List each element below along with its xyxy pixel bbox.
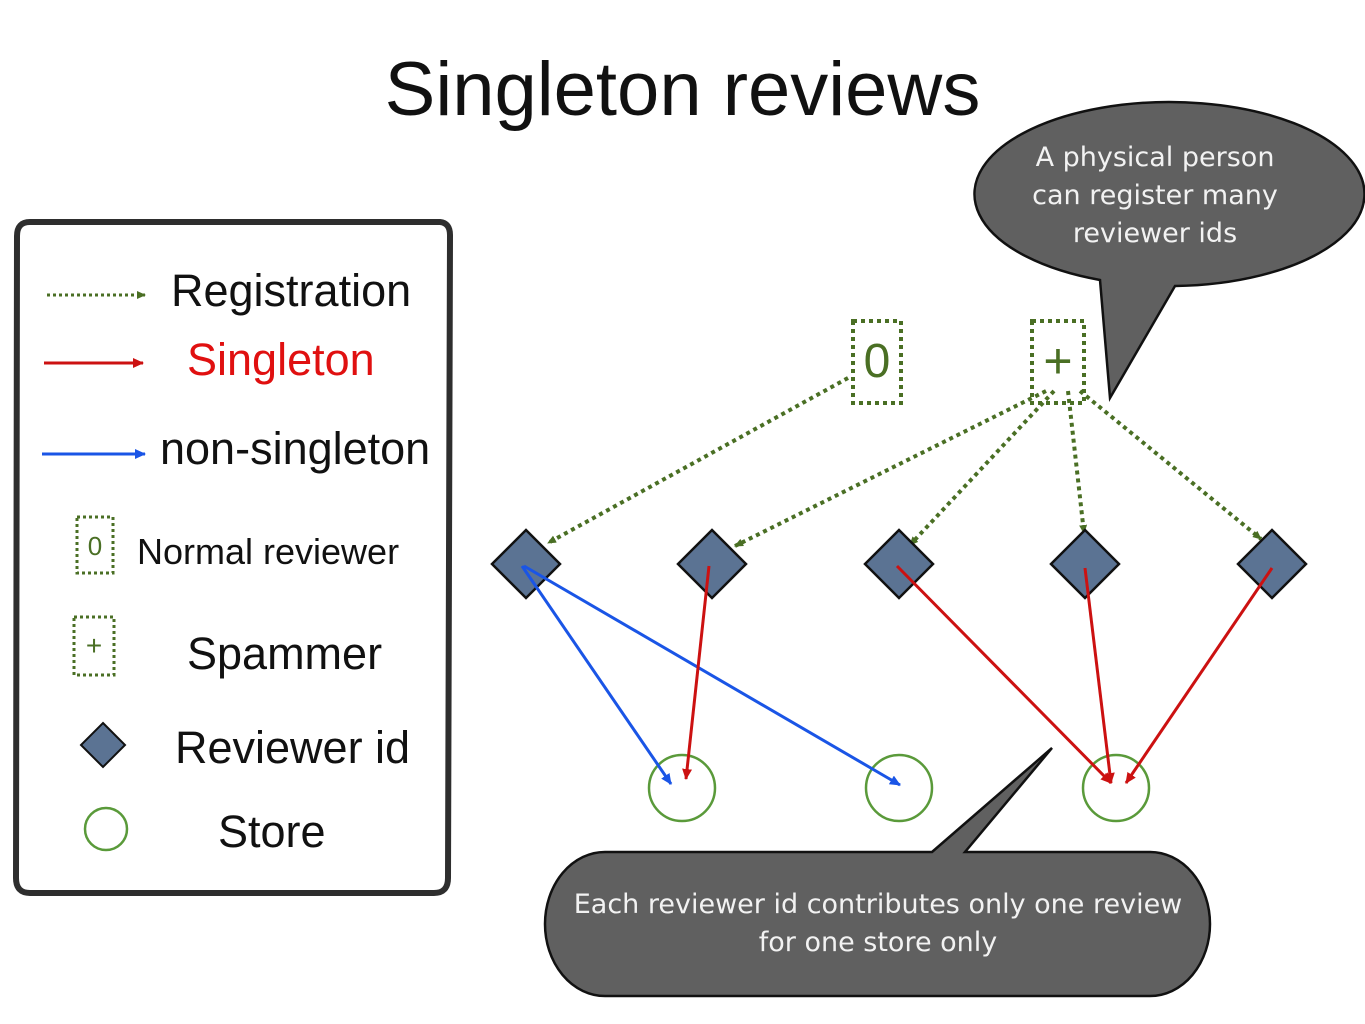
callout-bubble-bottom [543,747,1212,998]
legend-store-circle [83,806,129,852]
legend-non-singleton-label: non-singleton [160,423,431,474]
normal-person-symbol: 0 [863,335,891,388]
callout-top-text: A physical person can register many revi… [1032,142,1278,249]
legend-spammer-symbol: + [85,630,103,661]
store-circle [647,753,717,823]
reviewer-id-diamond [863,528,935,600]
legend-singleton-label: Singleton [187,334,375,385]
singleton-arrow [1083,567,1115,784]
spammer-person-box [1030,319,1086,405]
reviewer-id-diamond [676,528,748,600]
registration-arrow [547,376,849,545]
singleton-arrow [895,564,1113,785]
singleton-arrows [682,564,1274,785]
reviewer-id-diamond [1236,528,1308,600]
non-singleton-arrow [523,564,901,787]
registration-arrow [734,389,1047,548]
legend-normal-box [75,515,115,575]
legend-spammer-label: Spammer [187,628,383,679]
legend-spammer-box [72,615,116,677]
non-singleton-arrows [520,564,901,787]
reviewer-ids [490,528,1308,600]
legend-box [13,219,453,896]
registration-arrow [1066,390,1088,534]
stores [647,753,1151,823]
legend-store-label: Store [218,806,326,857]
normal-person-box [851,319,903,405]
registration-arrow [1078,389,1263,541]
legend-registration-label: Registration [171,265,412,316]
page-title: Singleton reviews [384,47,981,132]
legend-normal-reviewer-label: Normal reviewer [137,531,400,572]
registration-arrows [547,376,1263,548]
legend-normal-symbol: 0 [87,531,103,561]
singleton-arrow [1124,567,1274,784]
callout-bubble-top [973,100,1365,403]
spammer-person-symbol: + [1043,333,1073,389]
store-circle [1081,753,1151,823]
registration-arrow [908,389,1056,547]
non-singleton-arrow [520,565,673,785]
callout-bottom-text: Each reviewer id contributes only one re… [573,889,1183,958]
legend-reviewer-diamond [79,721,127,769]
legend-reviewer-id-label: Reviewer id [175,722,411,773]
store-circle [864,753,934,823]
reviewer-id-diamond [490,528,562,600]
singleton-arrow [682,565,711,780]
reviewer-id-diamond [1049,528,1121,600]
